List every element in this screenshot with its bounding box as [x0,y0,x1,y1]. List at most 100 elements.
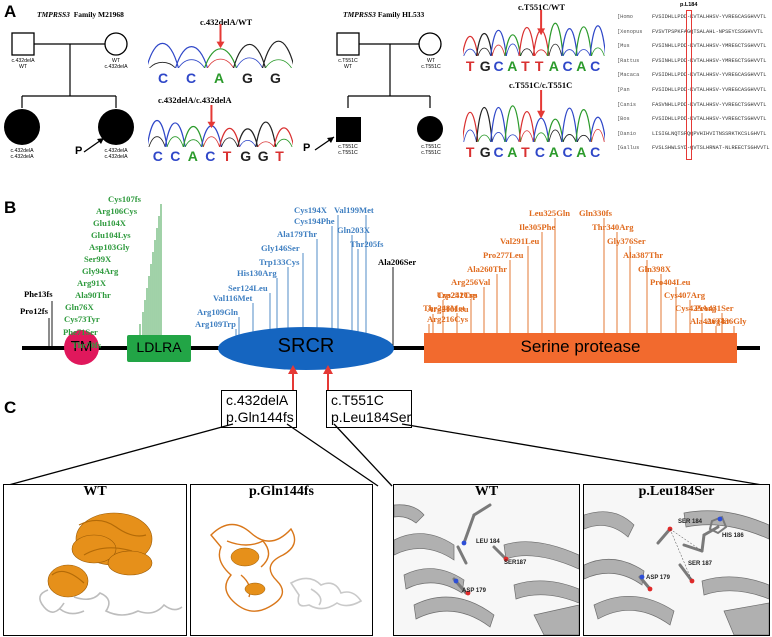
trace-background-peak [505,134,520,142]
mutation-label: Arg109Trp [195,319,236,329]
alignment-sequence: FASVNHLLPDD-KVTALHHSV-YVREGCTSGHVVTL [652,101,767,108]
trace-peak [561,107,578,142]
trace-background-peak [275,138,293,147]
callout-c432dela: c.432delA p.Gln144fs [221,390,297,428]
box4-title: p.Leu184Ser [638,484,715,499]
trace-peak [546,22,564,56]
alignment-highlight-box [686,10,692,160]
trace-peak [504,34,522,56]
chrom2-bottom-base: C [590,144,601,160]
trace-peak [164,122,186,147]
mutation-label: Arg109Gln [197,307,239,317]
trace-background-peak [207,58,234,68]
trace-background-peak [534,132,548,142]
chrom2-bottom-base: C [493,144,504,160]
box3-label-leu184: LEU 184 [476,539,500,545]
mutation-arrow-head [537,28,546,36]
trace-background-peak [534,49,548,56]
mutation-arrow-head [537,110,546,119]
family2-title: TMPRSS3 Family HL533 [343,10,424,19]
callout2-line1: c.T551C [331,392,384,408]
chrom2-bottom-base: A [548,144,559,160]
chrom2-bottom-label: c.T551C/c.T551C [509,80,573,90]
alignment-species: [Rattus [617,57,640,64]
trace-peak [561,28,578,56]
mutation-label: Cys425Arg [675,303,717,313]
trace-peak [490,30,507,56]
mutation-label: Val199Met [334,205,374,215]
ldlra-domain [127,335,191,362]
trace-peak [148,120,168,147]
family2-pedigree [314,32,443,151]
trace-peak [174,46,209,68]
alignment-sequence: FVSLSHWLSYD-QVTSLHRNAT-NLREECTSGHVVTL [652,145,770,152]
chrom1-bottom-base: C [152,148,163,164]
chrom1-bottom-base: A [187,148,198,164]
box4-label-asp179: ASP 179 [646,575,670,581]
box1-title: WT [83,484,107,499]
mutation-label: Ala206Ser [378,257,417,267]
mutation-label: Gly94Arg [82,266,119,276]
chrom2-top-label: c.T551C/WT [518,2,565,12]
alignment-species: [Xenopus [617,28,643,35]
box3-label-ser187: SER187 [504,560,527,566]
family1-title: TMPRSS3 Family M21968 [37,10,124,19]
trace-peak [490,106,507,142]
family2-proband-marker: P [303,142,311,154]
family1-pedigree [4,32,134,153]
mutation-label: Arg91X [77,278,107,288]
family2-child2-genotype: c.T551C c.T551C [421,144,441,156]
trace-peak [475,106,493,142]
panel-a-letter: A [4,2,17,21]
chrom1-top-base: G [270,70,281,86]
box3-title: WT [474,484,499,499]
mutation-label: Thr340Arg [592,222,634,232]
chrom1-bottom-base: G [240,148,252,164]
trace-peak [546,118,564,142]
trace-background-peak [184,139,202,147]
mutation-arrow-head [216,41,225,49]
mutation-label: Arg106Cys [96,206,138,216]
mutation-label: Cys194Phe [294,216,335,226]
trace-background-peak [591,128,605,142]
chrom2-top-base: T [534,58,544,74]
trace-peak [575,109,593,142]
trace-peak [203,48,238,68]
mutation-label: Arg216Cys [427,314,469,324]
tm-domain [64,330,99,365]
trace-peak [518,26,536,56]
trace-background-peak [491,132,506,142]
chrom2-top-base: A [548,58,559,74]
alignment-sequence: FVSIDHLLPDD-KVTALHHSV-YVREGCASGHVVTL [652,72,767,79]
trace-background-peak [576,49,591,56]
panel-c-letter: C [4,398,17,417]
mutation-label: Pro12fs [20,306,49,316]
mutation-label: Glu104X [93,218,126,228]
chrom2-top-base: C [562,58,573,74]
trace-background-peak [236,57,263,68]
trace-peak [182,126,204,147]
trace-peak [504,105,522,142]
trace-peak [463,35,479,56]
mutation-label: Cys194X [294,205,327,215]
chrom2-bottom-base: G [479,144,491,160]
serine-protease-domain [424,333,737,363]
alignment-species: [Danio [617,130,637,137]
mutation-label: Pro431Ser [695,303,734,313]
alignment-species: [Canis [617,101,637,108]
structure-box-wt-full: WT [3,484,187,636]
alignment-species: [Bos [617,116,630,123]
callout2-line2: p.Leu184Ser [331,409,412,425]
callout1-line2: p.Gln144fs [226,409,294,425]
mutation-label: Trp251Cys [437,290,478,300]
chrom1-bottom-base: G [257,148,269,164]
trace-background-peak [591,47,605,56]
chrom1-bottom-base: C [170,148,181,164]
chrom1-bottom-trace [148,105,293,147]
trace-background-peak [520,130,534,142]
alignment-sequence: FVSIDHLLPDD-KVTALHHSV-YVREGCASGHVVTL [652,14,767,20]
mutation-label: Gln330fs [579,208,612,218]
mutation-label: Pro277Leu [483,250,524,260]
mutation-label: Ala90Thr [75,290,111,300]
